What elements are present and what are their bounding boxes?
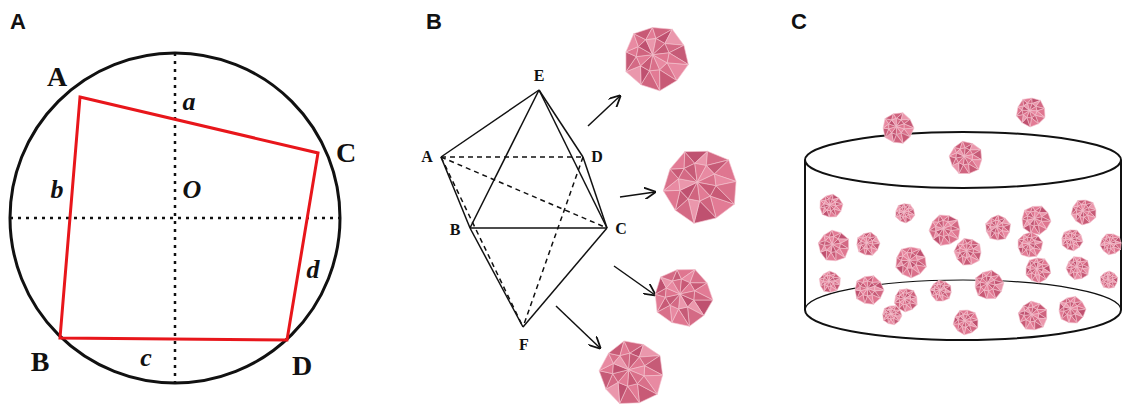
center-label: O [183, 177, 202, 203]
polyhedron [663, 151, 736, 223]
polyhedron [896, 247, 926, 278]
polyhedron [1066, 257, 1089, 280]
polyhedron [655, 270, 713, 327]
polyhedron [1022, 206, 1051, 234]
polyhedron [883, 306, 902, 325]
vertex-label: B [31, 348, 50, 376]
polyhedron [819, 271, 840, 292]
polyhedron [626, 28, 688, 91]
container-rim [805, 132, 1121, 188]
polyhedron [599, 341, 663, 404]
vertex-label: C [615, 221, 627, 237]
polyhedron [896, 204, 915, 223]
vertex-label: A [47, 63, 67, 91]
polyhedron [949, 141, 982, 173]
polyhedron [883, 113, 914, 143]
polyhedron [1100, 234, 1121, 255]
polyhedron [1018, 301, 1046, 330]
polyhedron [1062, 230, 1083, 251]
panel-letter: A [10, 11, 26, 33]
polyhedron [1018, 232, 1043, 257]
polyhedron [1026, 258, 1051, 283]
panel-letter: B [426, 11, 442, 33]
side-label: b [51, 177, 64, 203]
panel-letter: C [791, 11, 807, 33]
polyhedron [954, 239, 981, 266]
polyhedron [855, 276, 884, 305]
octahedron-figure [441, 90, 607, 327]
polyhedron [953, 310, 978, 335]
vertex-label: E [534, 68, 545, 84]
vertex-label: F [519, 337, 529, 353]
polyhedron [930, 280, 951, 301]
circle-figure [10, 53, 340, 383]
polyhedron [820, 194, 843, 217]
polyhedron [986, 215, 1011, 240]
polyhedron-particles [818, 98, 1121, 335]
arrow [556, 96, 655, 348]
side-label: c [140, 345, 152, 371]
side-label: a [183, 89, 196, 115]
vertex-label: A [421, 149, 433, 165]
side-label: d [307, 257, 320, 283]
polyhedron [1059, 296, 1086, 323]
polyhedron [1016, 98, 1044, 127]
polyhedron [818, 230, 848, 261]
polyhedron [857, 232, 880, 255]
vertex-label: D [292, 352, 312, 380]
polyhedron [975, 270, 1004, 299]
vertex-label: D [591, 149, 603, 165]
polyhedron [1101, 271, 1118, 288]
polyhedron [1071, 200, 1096, 225]
vertex-label: B [450, 222, 461, 238]
polyhedron-group [599, 28, 736, 404]
vertex-label: C [336, 139, 356, 167]
polyhedron [929, 215, 960, 245]
polyhedron [894, 289, 917, 312]
